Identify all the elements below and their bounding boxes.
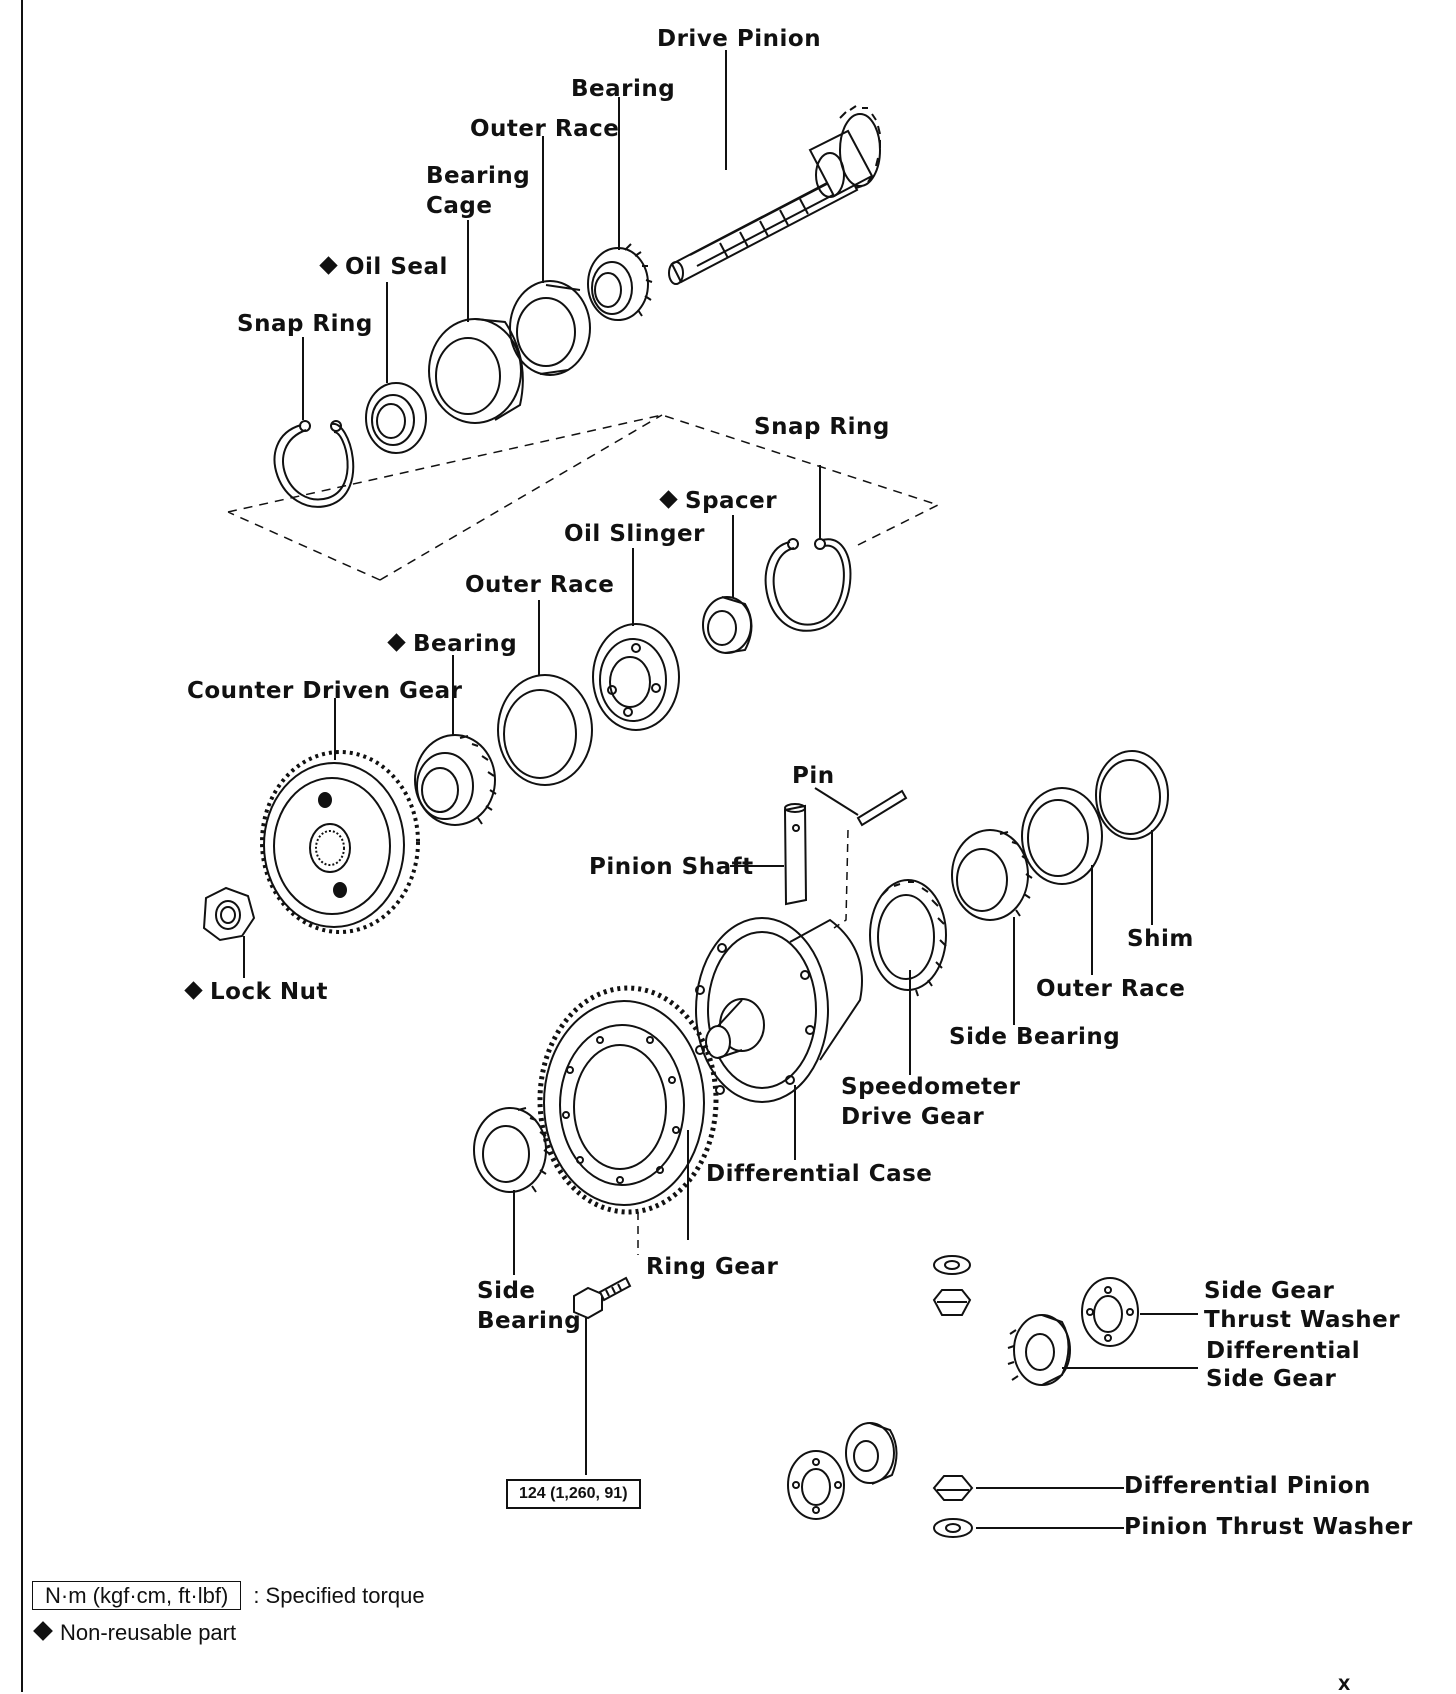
label-pin: Pin — [792, 763, 835, 789]
outer-race-right-part — [1021, 787, 1103, 975]
label-side-bearing-left-1: Side — [477, 1278, 536, 1304]
label-side-gear-thrust-2: Thrust Washer — [1204, 1307, 1401, 1333]
label-drive-pinion: Drive Pinion — [657, 26, 822, 52]
label-pinion-thrust-washer: Pinion Thrust Washer — [1124, 1514, 1413, 1540]
differential-case-part — [695, 917, 863, 1160]
label-counter-driven-gear: Counter Driven Gear — [187, 678, 463, 704]
label-side-gear-thrust-1: Side Gear — [1204, 1278, 1335, 1304]
oil-seal-part — [365, 282, 427, 454]
counter-driven-gear-part — [260, 698, 420, 934]
label-side-bearing-right: Side Bearing — [949, 1024, 1121, 1050]
label-bearing-cage-1: Bearing — [426, 163, 531, 189]
pinion-shaft-part — [730, 787, 908, 929]
page-border-line — [21, 0, 23, 1692]
label-bearing-top: Bearing — [571, 76, 676, 102]
label-oil-seal: Oil Seal — [319, 253, 448, 282]
label-oil-seal-text: Oil Seal — [345, 254, 448, 280]
nonreusable-diamond-icon — [319, 256, 338, 275]
label-lock-nut: Lock Nut — [184, 978, 329, 1007]
label-bearing-mid-text: Bearing — [413, 631, 518, 657]
outer-race-mid-part — [497, 600, 593, 786]
oil-slinger-part — [592, 548, 680, 731]
legend-torque-unit: N·m (kgf·cm, ft·lbf) — [32, 1581, 242, 1610]
label-pinion-shaft: Pinion Shaft — [589, 854, 754, 880]
label-oil-slinger: Oil Slinger — [564, 521, 705, 547]
snap-ring-mid-part — [764, 465, 852, 632]
label-spacer-text: Spacer — [685, 488, 778, 514]
label-outer-race-right: Outer Race — [1036, 976, 1186, 1002]
label-side-bearing-left-2: Bearing — [477, 1308, 582, 1334]
speedometer-gear-part — [869, 879, 947, 1075]
legend-torque: N·m (kgf·cm, ft·lbf) : Specified torque — [32, 1581, 425, 1610]
legend-nonreusable-text: Non-reusable part — [60, 1620, 237, 1645]
side-bearing-right-part — [951, 829, 1033, 1025]
label-speedometer-2: Drive Gear — [841, 1104, 985, 1130]
label-diff-side-gear-1: Differential — [1206, 1338, 1361, 1364]
label-outer-race-mid: Outer Race — [465, 572, 615, 598]
legend-torque-text: : Specified torque — [253, 1583, 425, 1608]
differential-small-parts — [787, 1255, 1198, 1538]
shim-part — [1095, 750, 1169, 925]
label-outer-race-top: Outer Race — [470, 116, 620, 142]
drive-pinion-part — [668, 50, 881, 285]
nonreusable-diamond-icon — [659, 490, 678, 509]
label-diff-side-gear-2: Side Gear — [1206, 1366, 1337, 1392]
bearing-mid-part — [414, 655, 497, 826]
outer-race-top-part — [509, 136, 591, 376]
side-bearing-left-part — [473, 1107, 551, 1275]
ring-gear-part — [537, 985, 719, 1255]
label-lock-nut-text: Lock Nut — [210, 979, 329, 1005]
nonreusable-diamond-icon — [387, 633, 406, 652]
bearing-cage-part — [428, 220, 524, 424]
snap-ring-top-part — [273, 337, 355, 508]
bolt-part — [573, 1276, 632, 1475]
label-ring-gear: Ring Gear — [646, 1254, 779, 1280]
bearing-top-part — [587, 97, 653, 321]
spacer-part — [702, 515, 753, 654]
nonreusable-diamond-icon — [33, 1621, 53, 1641]
legend-nonreusable: Non-reusable part — [33, 1620, 237, 1646]
label-differential-pinion: Differential Pinion — [1124, 1473, 1371, 1499]
label-snap-ring-top: Snap Ring — [237, 311, 373, 337]
torque-spec-box: 124 (1,260, 91) — [506, 1479, 641, 1509]
lock-nut-part — [202, 886, 256, 978]
label-bearing-mid: Bearing — [387, 630, 518, 659]
label-bearing-cage-2: Cage — [426, 193, 493, 219]
label-speedometer-1: Speedometer — [841, 1074, 1021, 1100]
label-differential-case: Differential Case — [706, 1161, 933, 1187]
label-snap-ring-mid: Snap Ring — [754, 414, 890, 440]
nonreusable-diamond-icon — [184, 981, 203, 1000]
label-shim: Shim — [1127, 926, 1194, 952]
label-spacer: Spacer — [659, 487, 778, 516]
corner-mark: X — [1338, 1675, 1351, 1694]
